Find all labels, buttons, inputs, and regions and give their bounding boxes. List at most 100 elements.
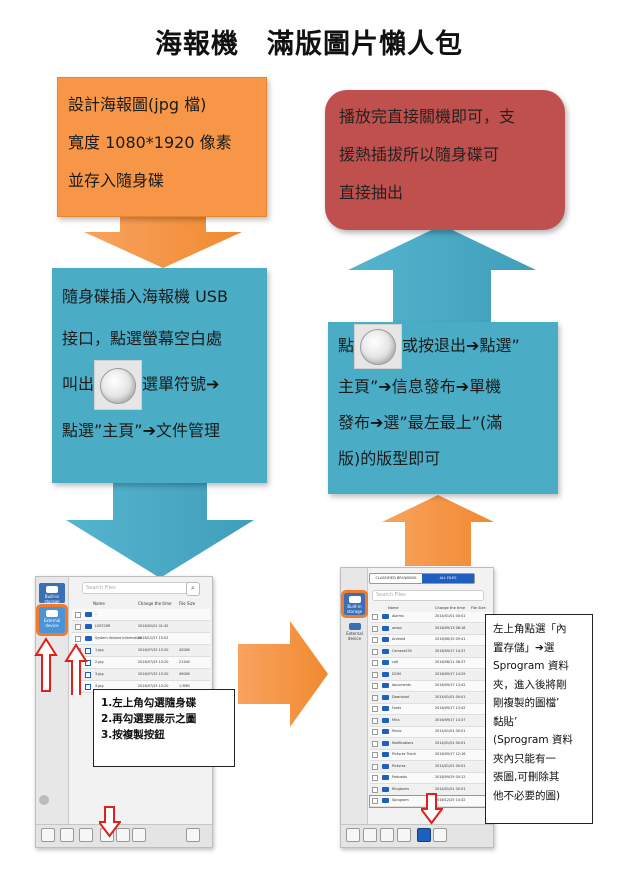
publish-line4: 版)的版型即可 (338, 448, 441, 468)
external-device-item[interactable]: External device (344, 620, 365, 641)
insert-line3a: 叫出 (62, 374, 95, 394)
row-name: LOST.DIR (95, 624, 111, 628)
step-finish-box: 播放完直接關機即可，支 援熱插拔所以隨身碟可 直接抽出 (325, 90, 565, 230)
builtin-storage-item[interactable]: Built-in storage (341, 590, 368, 618)
toolbar-copy-button[interactable] (380, 828, 394, 842)
note-right-line4: 夾，進入後將剛 (493, 678, 567, 691)
red-down-arrow-copy (99, 806, 121, 838)
row-size: 1.9MB (179, 684, 190, 688)
row-checkbox[interactable] (75, 624, 81, 630)
folder-icon (382, 694, 389, 700)
row-checkbox[interactable] (372, 786, 378, 793)
toolbar-select-button[interactable] (363, 828, 377, 842)
row-checkbox[interactable] (75, 612, 81, 618)
folder-icon (382, 786, 389, 792)
row-name: Sprogram (392, 798, 409, 802)
browse-tabs: CLASSIFIED BROWSING ALL FILES (369, 573, 475, 584)
search-icon[interactable]: ⌕ (186, 582, 200, 596)
toolbar-back-button[interactable] (346, 828, 360, 842)
folder-icon (382, 717, 389, 723)
row-checkbox[interactable] (372, 614, 378, 620)
toolbar-exit-button[interactable] (186, 828, 200, 842)
toolbar-select-button[interactable] (60, 828, 74, 842)
table-row[interactable]: .. (72, 609, 210, 621)
row-checkbox[interactable] (372, 798, 378, 804)
row-checkbox[interactable] (372, 671, 378, 678)
toolbar-move-button[interactable] (116, 828, 130, 842)
row-checkbox[interactable] (372, 717, 378, 724)
row-checkbox[interactable] (372, 740, 378, 747)
row-checkbox[interactable] (75, 636, 81, 642)
row-time: 2016/07/25 15:20 (138, 648, 169, 652)
file-manager-screenshot-right: Built-in storage External device CLASSIF… (340, 567, 494, 848)
note-right-line2a: 置存儲」 (493, 641, 535, 654)
toolbar-paste-button[interactable] (417, 828, 431, 842)
builtin-storage-item[interactable]: Built-in storage (39, 583, 65, 604)
file-check-icon (85, 648, 91, 654)
row-checkbox[interactable] (372, 694, 378, 701)
row-checkbox[interactable] (372, 752, 378, 758)
row-checkbox[interactable] (372, 637, 378, 643)
red-down-arrow-paste (421, 793, 443, 825)
finish-line1: 播放完直接關機即可，支 (339, 107, 516, 126)
search-input[interactable]: Search Files (372, 590, 484, 601)
row-checkbox[interactable] (372, 648, 378, 655)
home-circle-icon[interactable] (39, 795, 49, 805)
row-checkbox[interactable] (372, 706, 378, 712)
publish-line3b: 選”最左最上”(滿 (383, 412, 503, 432)
row-checkbox[interactable] (372, 775, 378, 781)
step-publish-box: 點或按退出➔點選” 主頁”➔信息發布➔單機 發布➔選”最左最上”(滿 版)的版型… (328, 322, 558, 494)
design-line1: 設計海報圖(jpg 檔) (68, 95, 207, 114)
row-checkbox[interactable] (372, 729, 378, 735)
page-title: 海報機 滿版圖片懶人包 (155, 29, 463, 60)
arrow-right-orange (238, 621, 328, 727)
row-time: 2016/07/25 15:20 (138, 672, 169, 676)
col-size: File Size (179, 601, 196, 606)
arrow-icon: ➔ (142, 421, 156, 440)
row-checkbox[interactable] (372, 763, 378, 770)
row-checkbox[interactable] (372, 660, 378, 666)
toolbar-delete-button[interactable] (433, 828, 447, 842)
col-time: Change the time (138, 601, 172, 606)
insert-line4a: 點選”主頁” (62, 421, 143, 440)
folder-icon (85, 612, 92, 617)
note-right-line3: Sprogram 資料 (493, 660, 569, 672)
external-device-item[interactable]: External device (36, 604, 68, 636)
toolbar-back-button[interactable] (41, 828, 55, 842)
toolbar-move-button[interactable] (397, 828, 411, 842)
arrow-up-orange (382, 495, 494, 566)
row-checkbox[interactable] (372, 625, 378, 632)
tab-all-files[interactable]: ALL FILES (422, 574, 474, 583)
toolbar-paste-button[interactable] (79, 828, 93, 842)
row-time: 2014/01/01 00:01 (435, 740, 466, 745)
row-checkbox[interactable] (372, 683, 378, 689)
row-time: 2016/09/17 12:16 (435, 752, 466, 756)
tab-classified[interactable]: CLASSIFIED BROWSING (375, 576, 417, 580)
builtin-storage-label: Built-in storage (346, 604, 363, 614)
search-input[interactable]: Search Files (82, 582, 194, 594)
row-name: Pictures (392, 763, 406, 768)
toolbar-delete-button[interactable] (132, 828, 146, 842)
disk-icon (46, 586, 58, 593)
menu-circle-icon (354, 324, 403, 369)
